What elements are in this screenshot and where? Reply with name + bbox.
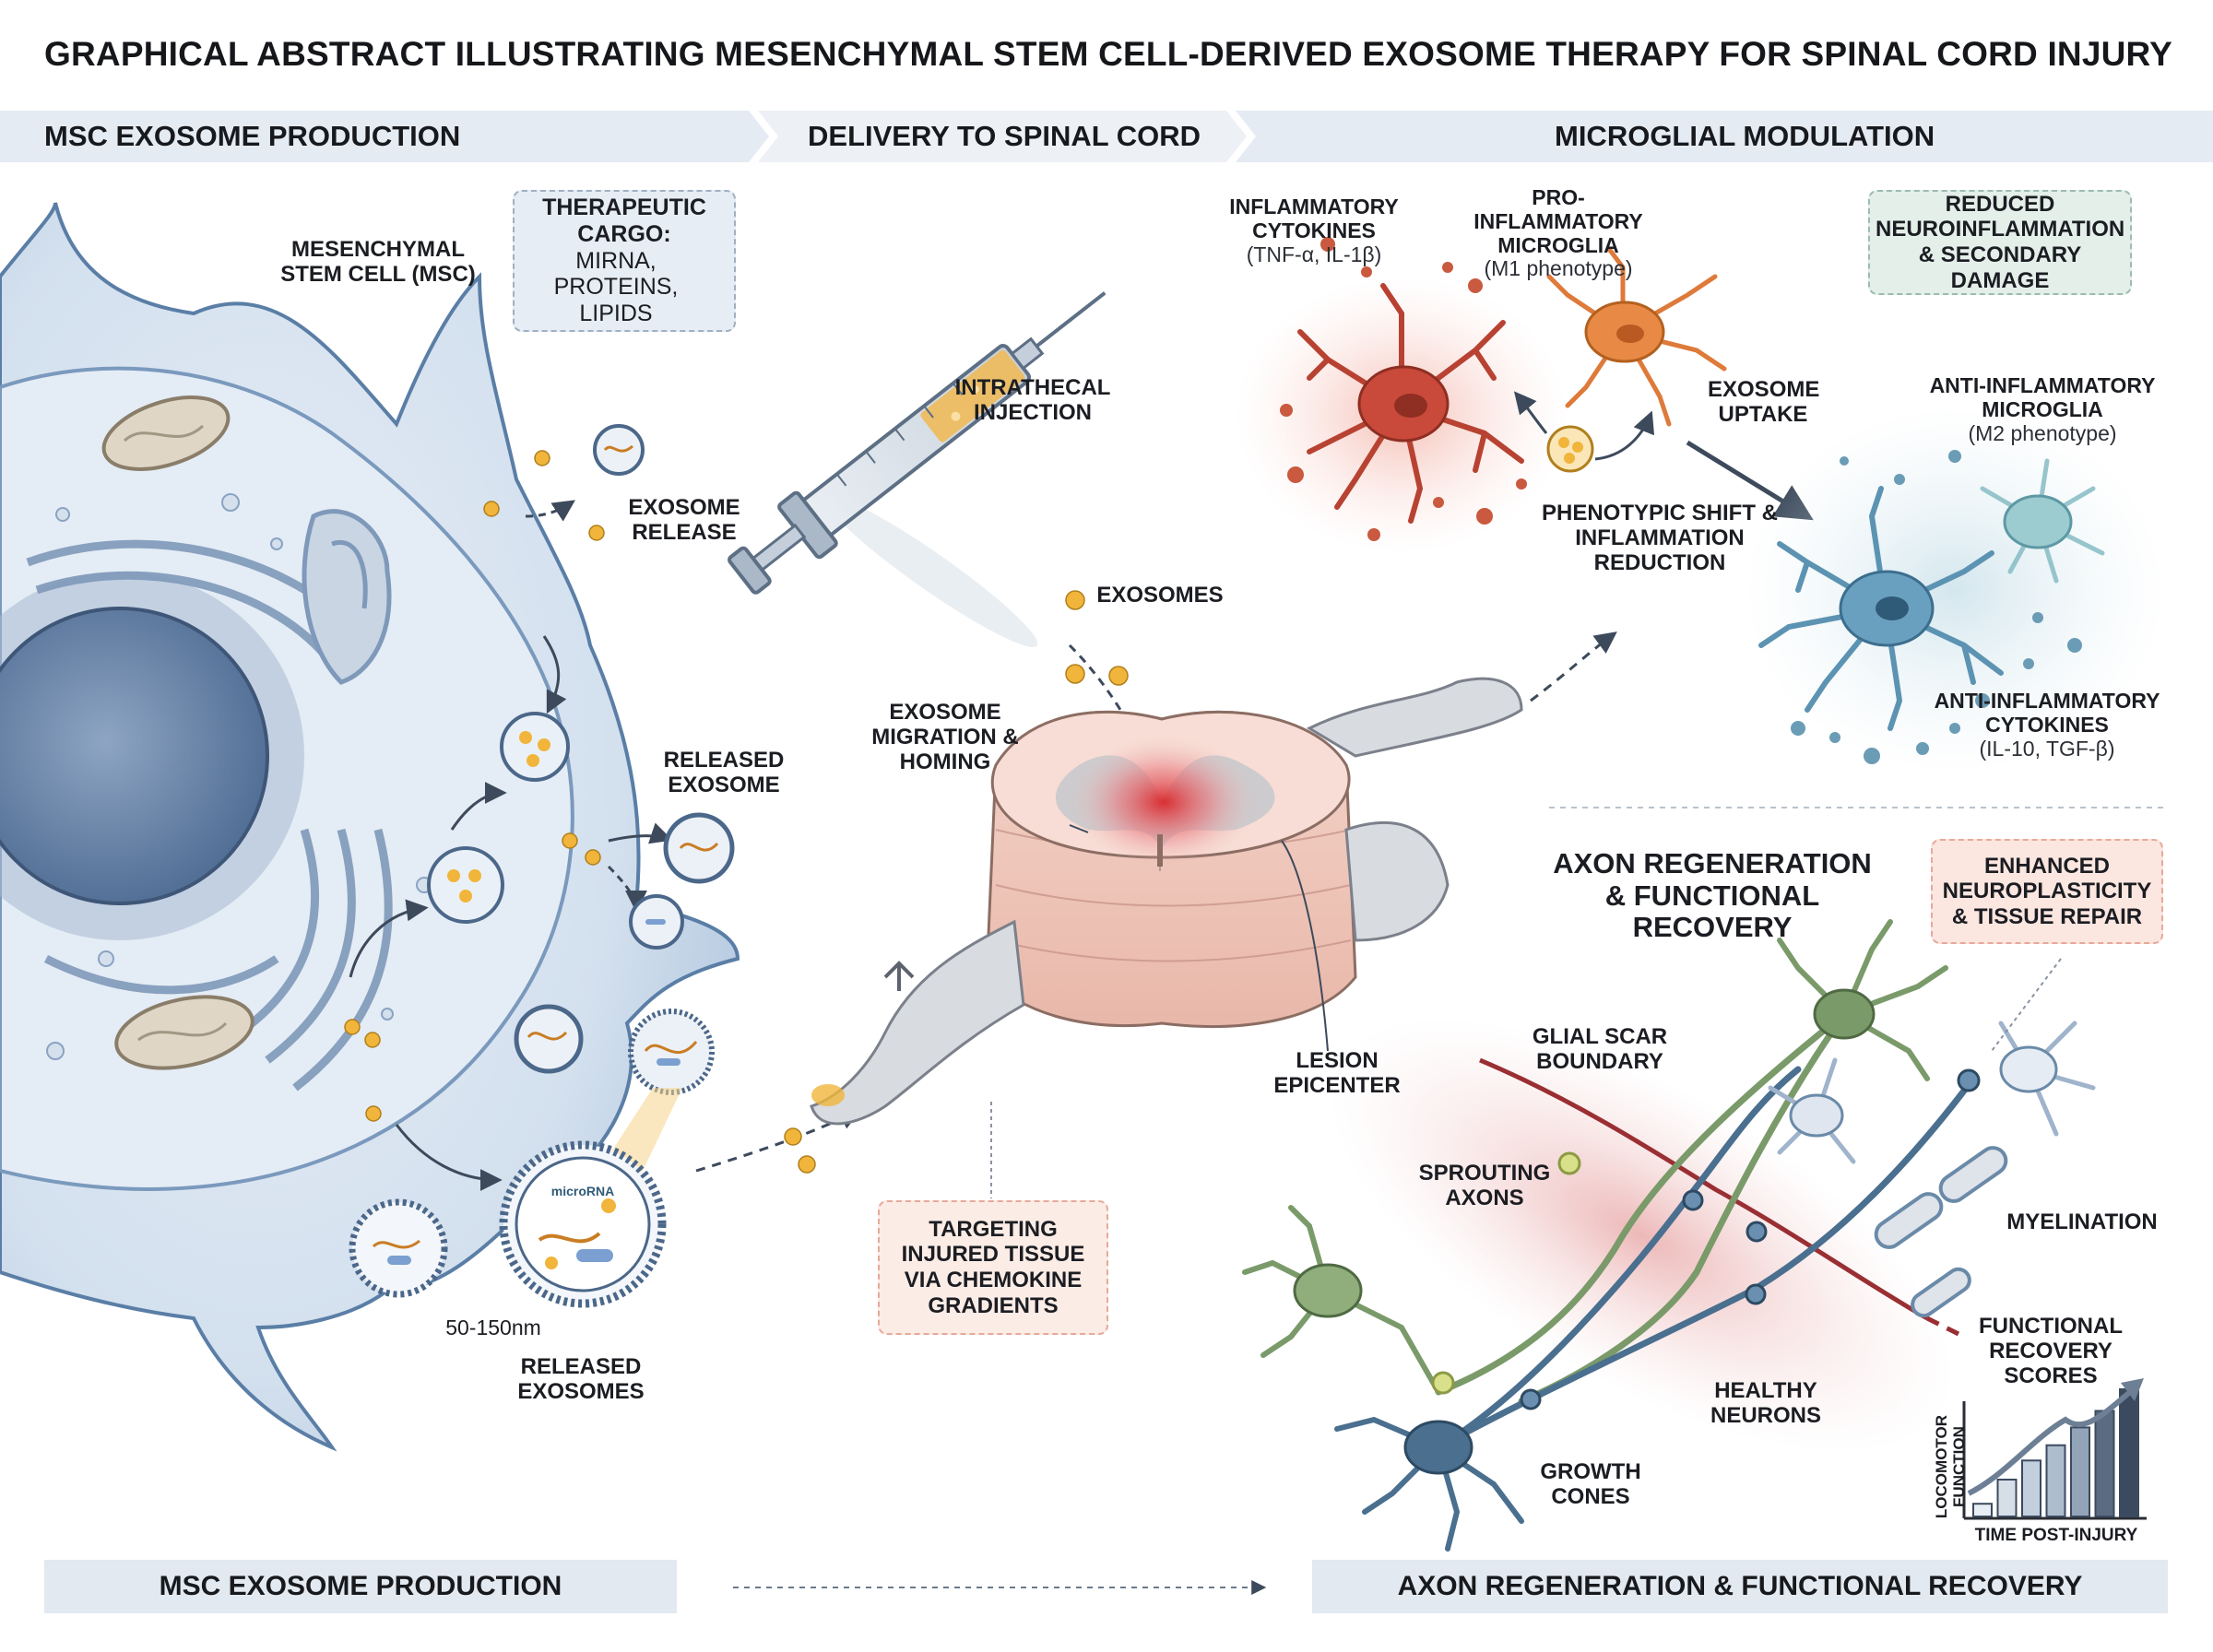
anti-cytokines-sub: (IL-10, TGF-β) xyxy=(1979,736,2115,761)
enhanced-text: ENHANCED NEUROPLASTICITY & TISSUE REPAIR xyxy=(1942,853,2152,929)
pro-microglia-title: PRO-INFLAMMATORY MICROGLIA xyxy=(1473,185,1643,257)
chart-title: FUNCTIONAL RECOVERY SCORES xyxy=(1979,1314,2123,1388)
pro-microglia-label: PRO-INFLAMMATORY MICROGLIA (M1 phenotype… xyxy=(1448,185,1669,281)
cargo-items: MIRNA, PROTEINS, LIPIDS xyxy=(553,247,679,327)
lesion-label: LESION EPICENTER xyxy=(1273,1048,1401,1098)
targeting-callout: TARGETING INJURED TISSUE VIA CHEMOKINE G… xyxy=(878,1200,1108,1335)
anti-inflammatory-microglia xyxy=(1743,406,2167,774)
pro-microglia-sub: (M1 phenotype) xyxy=(1484,256,1633,281)
recovery-bar xyxy=(2070,1426,2090,1518)
exosome-uptake-label: EXOSOME UPTAKE xyxy=(1708,377,1820,427)
anti-microglia-label: ANTI-INFLAMMATORY MICROGLIA (M2 phenotyp… xyxy=(1918,373,2167,445)
section-label-microglia: MICROGLIAL MODULATION xyxy=(1555,120,1935,152)
healthy-neurons-label: HEALTHY NEURONS xyxy=(1710,1378,1821,1428)
anti-microglia-title: ANTI-INFLAMMATORY MICROGLIA xyxy=(1929,373,2156,421)
recovery-chart xyxy=(1962,1378,2147,1520)
section-label-delivery: DELIVERY TO SPINAL CORD xyxy=(808,120,1201,152)
injection-label: INTRATHECAL INJECTION xyxy=(954,375,1111,425)
reduced-inflammation-text: REDUCED NEUROINFLAMMATION & SECONDARY DA… xyxy=(1876,191,2125,293)
size-label: 50-150nm xyxy=(445,1316,541,1339)
enhanced-callout: ENHANCED NEUROPLASTICITY & TISSUE REPAIR xyxy=(1931,839,2163,944)
phenotypic-shift-label: PHENOTYPIC SHIFT & INFLAMMATION REDUCTIO… xyxy=(1541,501,1779,575)
released-exosomes-group xyxy=(349,424,735,1308)
axon-regeneration-illustration xyxy=(1242,919,2096,1552)
anti-cytokines-label: ANTI-INFLAMMATORY CYTOKINES (IL-10, TGF-… xyxy=(1927,689,2167,761)
section-label-production: MSC EXOSOME PRODUCTION xyxy=(44,120,461,152)
recovery-title: AXON REGENERATION & FUNCTIONAL RECOVERY xyxy=(1553,847,1872,944)
cargo-callout: THERAPEUTIC CARGO: MIRNA, PROTEINS, LIPI… xyxy=(513,190,736,332)
cargo-title: THERAPEUTIC CARGO: xyxy=(542,195,706,247)
mesenchymal-stem-cell xyxy=(0,202,740,1452)
multivesicular-body xyxy=(427,712,570,924)
inflammatory-cytokines-label: INFLAMMATORY CYTOKINES (TNF-α, IL-1β) xyxy=(1226,195,1402,266)
recovery-bar xyxy=(2045,1444,2066,1517)
reduced-inflammation-callout: REDUCED NEUROINFLAMMATION & SECONDARY DA… xyxy=(1868,190,2132,295)
migration-label: EXOSOME MIGRATION & HOMING xyxy=(871,700,1019,774)
page-title: GRAPHICAL ABSTRACT ILLUSTRATING MESENCHY… xyxy=(44,35,2172,73)
pro-inflammatory-microglia xyxy=(1236,237,1727,553)
microrna-label: microRNA xyxy=(550,1184,615,1198)
chart-xlabel: TIME POST-INJURY xyxy=(1974,1526,2138,1545)
chart-ylabel: LOCOMOTOR FUNCTION xyxy=(1932,1415,1968,1519)
section-header-band xyxy=(0,111,2213,162)
anti-microglia-sub: (M2 phenotype) xyxy=(1968,420,2117,445)
exosome-release-label: EXOSOME RELEASE xyxy=(628,495,740,545)
anti-cytokines-title: ANTI-INFLAMMATORY CYTOKINES xyxy=(1934,689,2160,737)
myelination-label: MYELINATION xyxy=(2006,1210,2158,1234)
exosome-uptake xyxy=(1513,391,1814,521)
msc-label: MESENCHYMAL STEM CELL (MSC) xyxy=(280,237,476,287)
footer-left: MSC EXOSOME PRODUCTION xyxy=(44,1560,677,1613)
targeting-text: TARGETING INJURED TISSUE VIA CHEMOKINE G… xyxy=(901,1216,1085,1318)
recovery-bar xyxy=(2119,1388,2139,1517)
recovery-bar xyxy=(2094,1410,2115,1517)
sprouting-axons-label: SPROUTING AXONS xyxy=(1418,1161,1551,1210)
spinal-cord-section xyxy=(810,677,1523,1198)
recovery-bar xyxy=(1972,1503,1993,1517)
footer-right: AXON REGENERATION & FUNCTIONAL RECOVERY xyxy=(1312,1560,2168,1613)
inflammatory-cytokines-title: INFLAMMATORY CYTOKINES xyxy=(1229,195,1399,242)
recovery-bar xyxy=(2021,1459,2041,1518)
inflammatory-cytokines-sub: (TNF-α, IL-1β) xyxy=(1246,242,1382,266)
growth-cones-label: GROWTH CONES xyxy=(1540,1459,1641,1509)
exosomes-label: EXOSOMES xyxy=(1096,583,1224,608)
glial-scar-label: GLIAL SCAR BOUNDARY xyxy=(1532,1024,1668,1074)
recovery-bar xyxy=(1996,1478,2018,1517)
syringe xyxy=(728,291,1172,816)
released-exosome-label: RELEASED EXOSOME xyxy=(663,748,785,797)
released-exosomes-label: RELEASED EXOSOMES xyxy=(517,1354,645,1404)
